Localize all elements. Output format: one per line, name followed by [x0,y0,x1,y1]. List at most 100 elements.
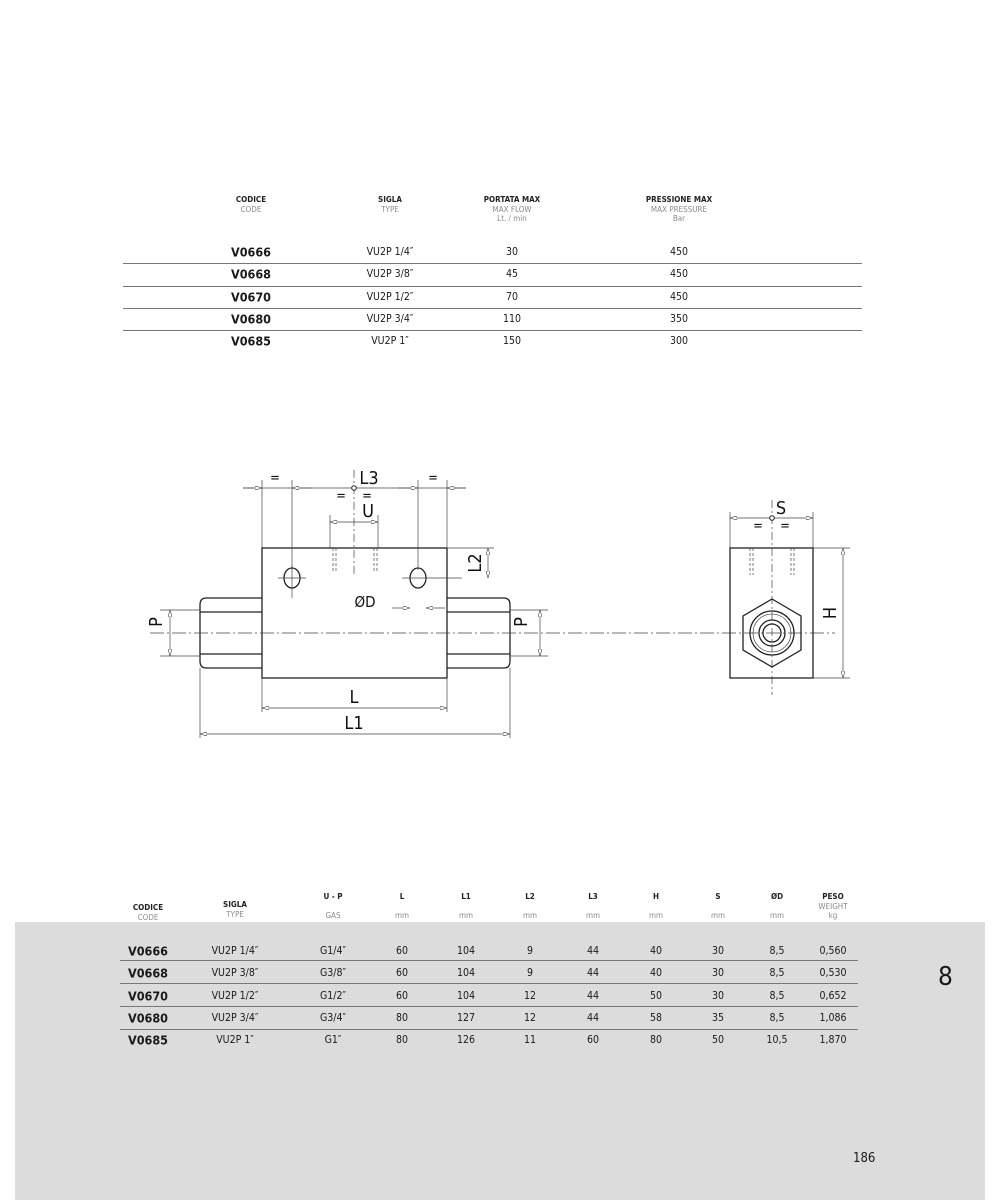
table-cell: 11 [523,1034,537,1046]
equal-mark: = [336,489,346,504]
header-main: ØD [770,892,784,901]
equal-mark: = [753,519,763,534]
row-divider [123,308,862,309]
product-code: V0680 [127,1010,169,1026]
table-cell: 1,086 [819,1012,847,1024]
table-cell: 35 [711,1012,725,1024]
dim-label-l3: L3 [359,468,378,489]
front-view [199,547,511,679]
right-fitting [447,597,511,669]
dim-label-p: P [511,617,532,627]
table-cell: 60 [586,1034,600,1046]
table-cell: VU2P 1/2″ [366,291,414,303]
product-code: V0670 [230,289,272,305]
header-main: PESO [822,892,844,901]
header-main: U - P [323,892,343,901]
row-divider [120,1029,858,1030]
table-cell: G1/4″ [319,945,347,957]
table-cell: 60 [395,967,409,979]
header-sub: TYPE [226,909,244,919]
table-cell: G3/4″ [319,1012,347,1024]
header-unit: GAS [325,911,341,920]
header-sub [459,902,473,912]
table-cell: 110 [502,313,522,325]
table-cell: VU2P 3/4″ [366,313,414,325]
table-cell: 450 [669,268,689,280]
column-header: L3 mm [586,892,600,921]
header-unit [223,919,247,929]
table-cell: 150 [502,335,522,347]
table-cell: 350 [669,313,689,325]
header-sub: WEIGHT [818,901,848,911]
column-header: L1 mm [459,892,473,921]
column-header: U - P GAS [323,892,342,921]
table-cell: 12 [523,990,537,1002]
table-cell: 104 [456,945,476,957]
header-main: L3 [588,892,598,901]
header-unit: mm [769,911,785,920]
table-cell: 300 [669,335,689,347]
header-sub [395,902,409,912]
gray-background-band [15,922,985,1200]
header-unit: mm [458,911,474,920]
column-header: S mm [711,892,725,921]
header-unit: mm [522,911,538,920]
table-cell: 0,530 [819,967,847,979]
table-cell: 0,560 [819,945,847,957]
header-unit: mm [394,911,410,920]
header-unit: mm [585,911,601,920]
table-cell: 45 [505,268,519,280]
table-cell: 30 [711,967,725,979]
table-cell: 450 [669,246,689,258]
table-cell: 104 [456,967,476,979]
page-number: 186 [853,1151,876,1166]
header-sub [586,902,600,912]
header-unit: Bar [672,214,686,223]
row-divider [120,983,858,984]
product-code: V0666 [127,943,169,959]
table-cell: 12 [523,1012,537,1024]
table-cell: VU2P 1/2″ [211,990,259,1002]
dim-label-l: L [349,687,358,708]
row-divider [123,286,862,287]
header-main: CODICE [235,195,267,204]
table-cell: 8,5 [769,1012,785,1024]
row-divider [120,1006,858,1007]
table-cell: 80 [649,1034,663,1046]
row-divider [123,330,862,331]
table-cell: 1,870 [819,1034,847,1046]
table-cell: 450 [669,291,689,303]
product-code: V0670 [127,988,169,1004]
dim-label-u: U [362,501,374,522]
header-main: PRESSIONE MAX [645,195,713,204]
dim-label-od: ØD [354,593,375,611]
table-cell: VU2P 1″ [216,1034,254,1046]
table-cell: VU2P 1″ [371,335,409,347]
column-header: L2 mm [523,892,537,921]
column-header: H mm [649,892,663,921]
table-cell: 9 [526,945,534,957]
equal-mark: = [362,489,372,504]
header-sub: CODE [240,204,262,214]
header-unit: mm [710,911,726,920]
header-sub: CODE [137,912,159,922]
header-main: L1 [461,892,471,901]
table-cell: VU2P 1/4″ [211,945,259,957]
table-cell: 50 [711,1034,725,1046]
left-fitting [199,597,262,669]
header-sub [770,902,784,912]
header-sub [649,902,663,912]
table-cell: 58 [649,1012,663,1024]
table-cell: 127 [456,1012,476,1024]
header-sub: TYPE [381,204,399,214]
table-cell: 44 [586,1012,600,1024]
row-divider [123,263,862,264]
table-cell: 40 [649,967,663,979]
table-cell: 10,5 [766,1034,788,1046]
equal-mark: = [270,471,280,486]
table-cell: 70 [505,291,519,303]
